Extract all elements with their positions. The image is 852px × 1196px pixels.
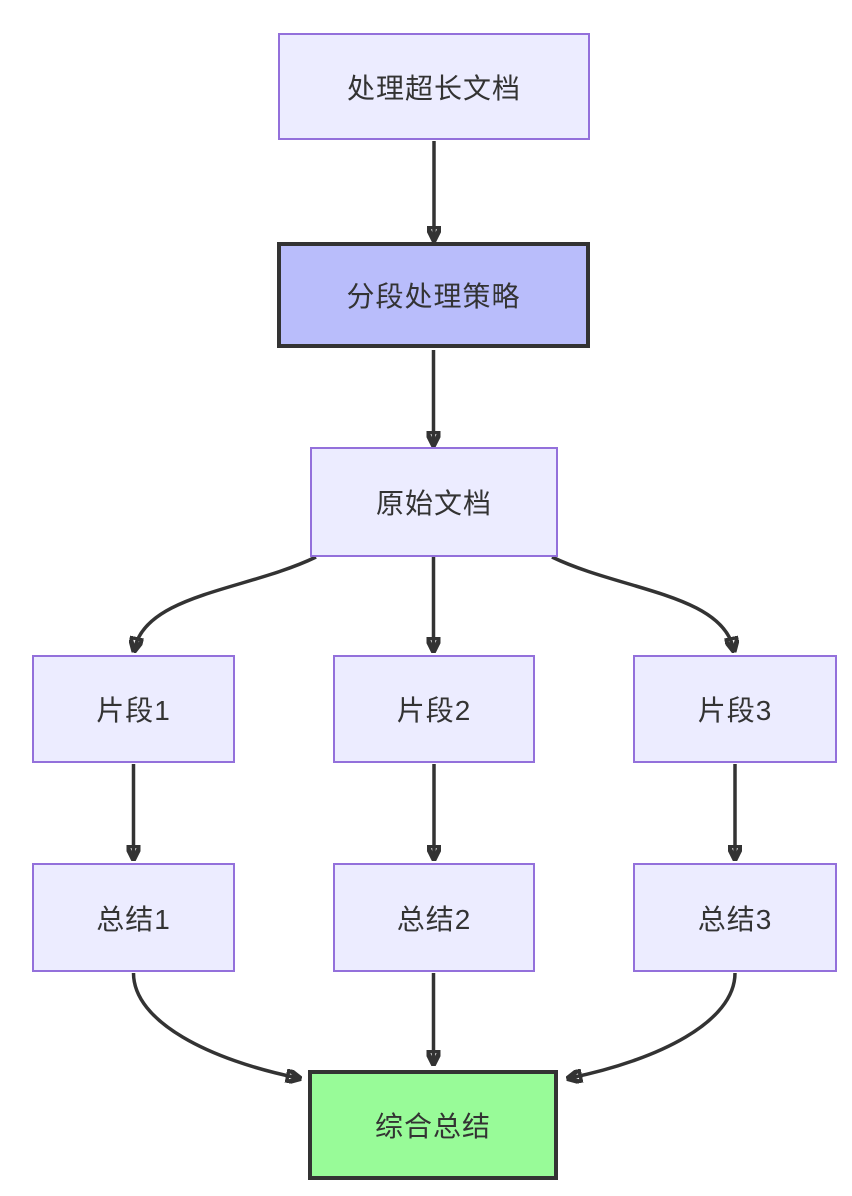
node-label: 片段2 (396, 695, 472, 726)
node-label: 分段处理策略 (346, 281, 521, 312)
node-process-long-document: 处理超长文档 (278, 33, 590, 140)
node-fragment-1: 片段1 (32, 655, 235, 763)
node-summary-2: 总结2 (333, 863, 535, 972)
node-fragment-2: 片段2 (333, 655, 535, 763)
edge-sum3-final (570, 972, 737, 1078)
node-label: 总结1 (96, 903, 171, 935)
node-combined-summary: 综合总结 (308, 1070, 558, 1180)
node-label: 综合总结 (374, 1111, 491, 1142)
node-label: 片段1 (96, 695, 171, 726)
node-label: 原始文档 (375, 488, 492, 519)
node-label: 处理超长文档 (346, 72, 521, 104)
edge-original-frag3 (551, 555, 734, 649)
node-label: 片段3 (697, 695, 773, 726)
node-label: 总结3 (697, 903, 773, 935)
node-summary-3: 总结3 (633, 863, 837, 972)
edge-sum1-final (131, 972, 299, 1078)
node-summary-1: 总结1 (32, 863, 235, 972)
node-label: 总结2 (396, 903, 472, 935)
node-segmentation-strategy: 分段处理策略 (277, 242, 590, 348)
node-original-document: 原始文档 (310, 447, 558, 557)
edge-original-frag1 (135, 555, 317, 649)
node-fragment-3: 片段3 (633, 655, 837, 763)
